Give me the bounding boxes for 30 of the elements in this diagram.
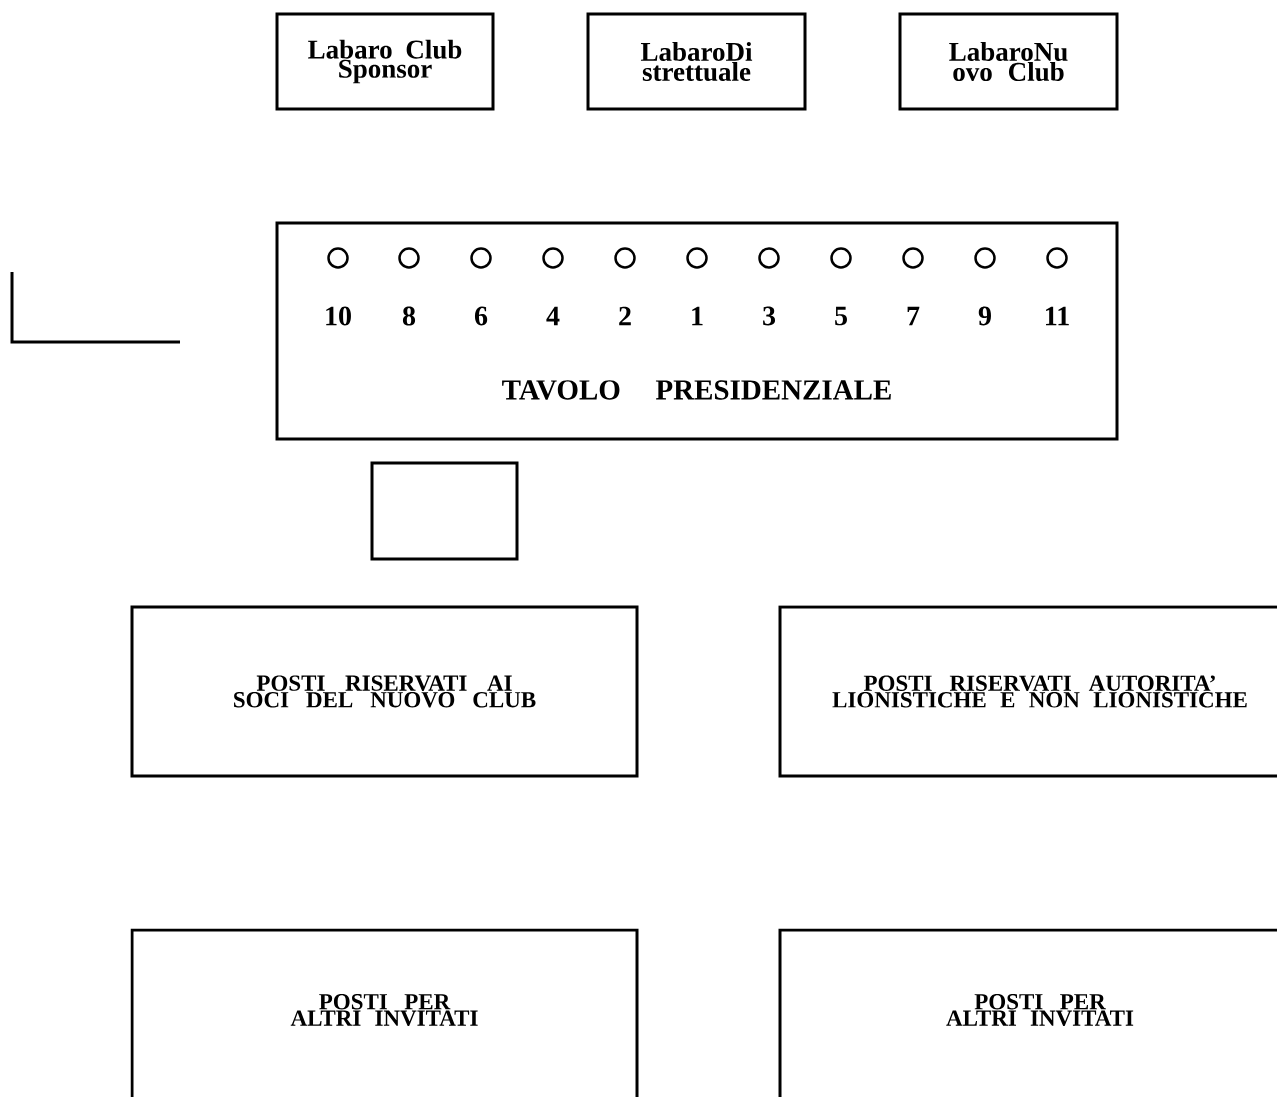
seat-number: 1 xyxy=(692,306,703,326)
seat-number: 10 xyxy=(326,306,351,326)
seating-area-box: POSTI PER ALTRI INVITATI xyxy=(130,928,639,1097)
seat-circle xyxy=(758,247,780,269)
banner-box: LabaroDi strettuale xyxy=(586,12,807,111)
seat-number: 5 xyxy=(835,306,847,326)
seat-circle xyxy=(974,247,996,269)
seat-number: 11 xyxy=(1046,306,1069,326)
seat-number: 4 xyxy=(546,306,560,326)
seat-number: 9 xyxy=(978,306,991,326)
seating-area-box: POSTI RISERVATI AUTORITA’ LIONISTICHE E NON LIONISTICHE xyxy=(778,605,1277,778)
lectern-box xyxy=(370,461,519,561)
seat-circle xyxy=(1046,247,1068,269)
seat-circle xyxy=(686,247,708,269)
banner-box: Labaro Club Sponsor xyxy=(275,12,495,111)
banner-box: LabaroNu ovo Club xyxy=(898,12,1119,111)
seat-circle xyxy=(614,247,636,269)
seat-circle xyxy=(398,247,420,269)
seat-number: 7 xyxy=(907,306,920,326)
seat-number: 6 xyxy=(474,306,488,326)
seat-number: 8 xyxy=(402,306,416,326)
seating-area-box: POSTI PER ALTRI INVITATI xyxy=(778,928,1277,1097)
seat-number: 3 xyxy=(763,306,776,326)
seat-circle xyxy=(830,247,852,269)
seating-area-box: POSTI RISERVATI AI SOCI DEL NUOVO CLUB xyxy=(130,605,639,778)
seat-number: 2 xyxy=(619,306,631,326)
seat-circle xyxy=(542,247,564,269)
seat-circle xyxy=(902,247,924,269)
seat-circle xyxy=(327,247,349,269)
seat-circle xyxy=(470,247,492,269)
